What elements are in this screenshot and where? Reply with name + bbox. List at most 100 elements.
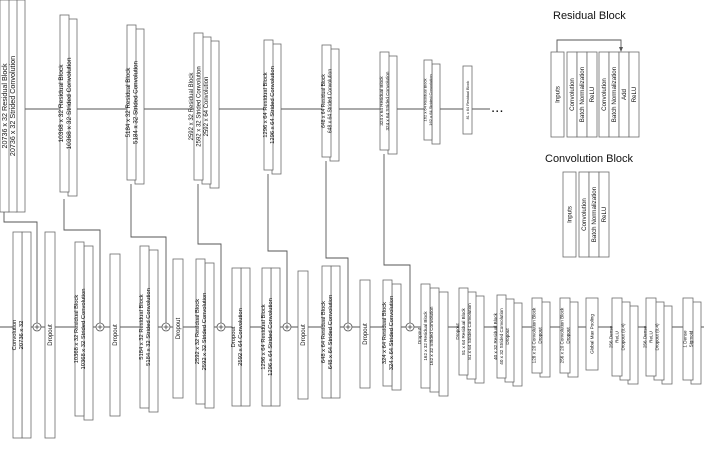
- residual-layer-label: Batch Normalization: [611, 66, 618, 122]
- layer-box: [682, 297, 694, 381]
- skip-connection: [130, 184, 167, 323]
- layer-box: [44, 231, 56, 439]
- bottom-layer-stack: Dropout: [359, 279, 371, 389]
- residual-layer-label: Convolution: [569, 78, 576, 111]
- layer-box: [321, 44, 332, 158]
- bottom-layer-stack: Global Max Pooling: [585, 297, 599, 371]
- add-operation-icon: [343, 322, 353, 332]
- add-operation-icon: [95, 322, 105, 332]
- residual-layer-label: Inputs: [555, 86, 562, 103]
- layer-label: 2592 x 64 Convolution: [204, 77, 210, 137]
- layer-label: 10368 x 32 Residual Block: [74, 295, 80, 364]
- residual-block-title: Residual Block: [553, 10, 626, 22]
- layer-label: 20736 x 32 Strided Convolution: [8, 56, 17, 156]
- layer-box: [458, 287, 469, 376]
- layer-label: 81 x 64 Strided Convolution: [467, 303, 472, 360]
- layer-label: Dropout: [363, 323, 369, 345]
- layer-label: Dropout: [231, 326, 237, 347]
- layer-label: 2592 x 64 Convolution: [238, 308, 244, 366]
- layer-label: 1296 x 64 Residual Block: [263, 72, 269, 138]
- layer-label: 324 x 64 Residual Block: [382, 302, 388, 364]
- layer-box: [261, 267, 272, 407]
- layer-box: [297, 270, 309, 400]
- layer-label: 648 x 64 Strided Convolution: [328, 69, 334, 133]
- layer-box: [195, 258, 206, 405]
- layer-box: [193, 32, 204, 181]
- layer-box: [139, 245, 150, 409]
- skip-connection: [267, 174, 288, 323]
- layer-box: [462, 65, 473, 135]
- layer-label: 2592 x 32 Residual Block: [195, 299, 201, 365]
- layer-label: Dropout: [505, 328, 510, 345]
- layer-box: [359, 279, 371, 389]
- layer-label: 256 x 20 Convolution Block: [560, 307, 565, 363]
- layer-box: [379, 51, 390, 151]
- arrow-head-icon: [619, 47, 623, 52]
- layer-label: Dropout: [48, 324, 54, 346]
- skip-connection: [325, 161, 349, 323]
- layer-label: 2592 x 32 Residual Block: [189, 72, 195, 141]
- layer-label: 1296 x 64 Strided Convolution: [268, 298, 274, 376]
- layer-label: 324 x 64 Strided Convolution: [389, 296, 395, 370]
- layer-label: 162 x 64 Strided Convolution: [428, 74, 433, 125]
- residual-skip-line: [556, 39, 622, 52]
- layer-label: 10368 x 32 Strided Convolution: [66, 57, 73, 149]
- convolution-layer-label: Batch Normalization: [591, 186, 598, 242]
- residual-layer-label: Convolution: [601, 78, 608, 111]
- layer-label: 5184 x 32 Residual Block: [139, 294, 145, 360]
- ellipsis-text: ...: [491, 99, 504, 116]
- residual-layer-box: [628, 51, 640, 138]
- layer-label: 5184 x 32 Strided Convolution: [133, 60, 140, 143]
- layer-label: 10368 x 32 Residual Block: [58, 64, 65, 143]
- residual-layer-label: Batch Normalization: [579, 66, 586, 122]
- layer-label: Convolution: [12, 320, 18, 351]
- layer-label: Dropout: [417, 327, 422, 344]
- layer-box: [74, 241, 85, 417]
- layer-box: [423, 59, 433, 141]
- layer-box: [496, 294, 507, 379]
- convolution-layer-label: Convolution: [581, 198, 588, 231]
- add-operation-icon: [32, 322, 42, 332]
- residual-layer-label: Add: [621, 88, 628, 100]
- layer-box: [321, 265, 332, 399]
- layer-label: 81 x 64 Residual Block: [461, 307, 466, 354]
- residual-layer-box: [586, 51, 598, 138]
- layer-box: [611, 297, 623, 377]
- layer-label: Dropout: [566, 327, 571, 344]
- layer-label: Global Max Pooling: [590, 314, 595, 354]
- layer-box: [531, 297, 543, 374]
- layer-label: 1296 x 64 Residual Block: [261, 304, 267, 370]
- convolution-block-title: Convolution Block: [545, 153, 634, 165]
- convolution-layer-label: ReLU: [601, 207, 608, 223]
- layer-label: 2592 x 32 Strided Convolution: [197, 66, 203, 146]
- layer-label: 648 x 64 Residual Block: [321, 74, 327, 128]
- layer-box: [109, 253, 121, 417]
- layer-label: 10368 x 32 Strided Convolution: [81, 289, 87, 370]
- residual-layer-box: [550, 51, 565, 138]
- layer-box: [420, 283, 431, 389]
- layer-box: [59, 14, 70, 193]
- layer-label: 162 x 32 Strided Convolution: [429, 306, 434, 365]
- layer-box: [231, 267, 242, 407]
- layer-label: 81 x 64 Residual Block: [466, 81, 470, 120]
- bottom-layer-stack: Dropout: [297, 270, 309, 400]
- layer-label: 256 Dense: [609, 325, 614, 348]
- layer-label: 40 x 32 Strided Convolution: [499, 308, 504, 365]
- layer-box: [172, 258, 184, 399]
